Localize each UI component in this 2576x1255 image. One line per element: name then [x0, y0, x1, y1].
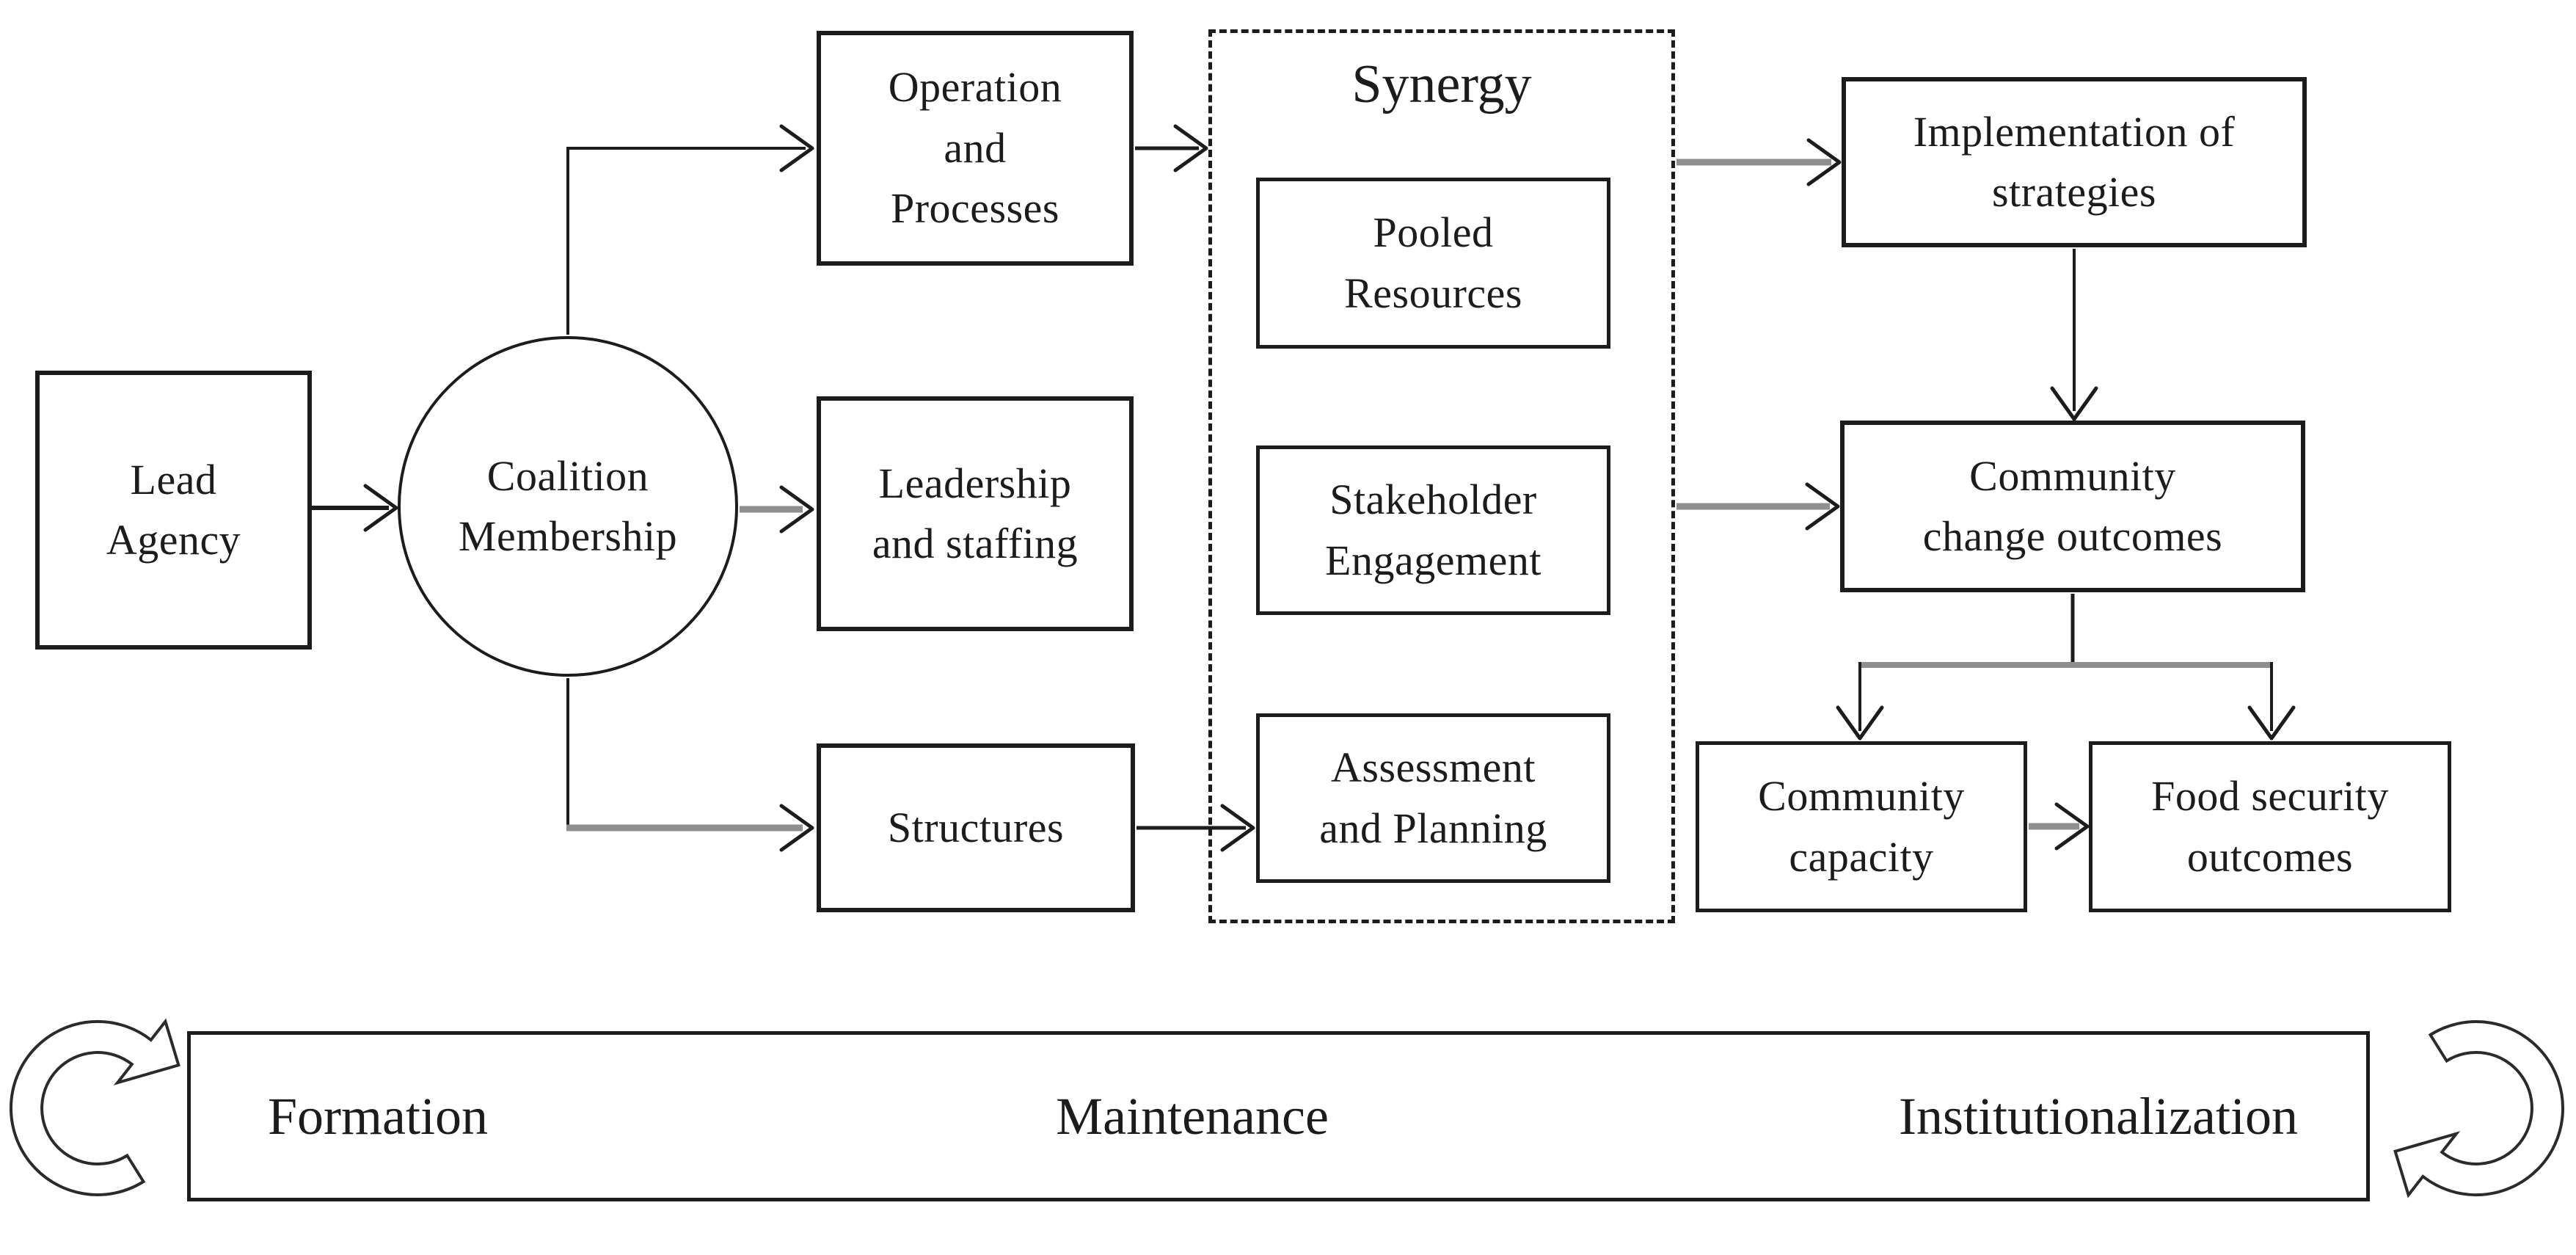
- stakeholder-engagement-label: Stakeholder Engagement: [1325, 476, 1541, 584]
- arrow-split-to-capacity-head: [1836, 705, 1884, 741]
- synergy-dashed-container: [1208, 29, 1675, 923]
- node-operation-and-processes: Operation and Processes: [817, 31, 1134, 266]
- arrow-structures-to-assessment-head: [1220, 804, 1255, 852]
- synergy-title: Synergy: [1351, 54, 1532, 114]
- coalition-membership-label: Coalition Membership: [458, 451, 678, 560]
- cycle-loop-icon-left: [9, 1018, 180, 1196]
- arrow-operation-to-synergy-head: [1173, 124, 1208, 172]
- structures-label: Structures: [887, 803, 1065, 851]
- community-capacity-label: Community capacity: [1758, 772, 1965, 881]
- arrow-synergy-to-commchange-head: [1805, 482, 1840, 531]
- arrow-lead-to-membership-head: [363, 484, 398, 532]
- node-community-capacity: Community capacity: [1696, 741, 2027, 912]
- community-change-outcomes-label: Community change outcomes: [1922, 451, 2223, 560]
- food-security-outcomes-label: Food security outcomes: [2151, 772, 2389, 881]
- node-coalition-membership: Coalition Membership: [398, 336, 738, 677]
- stage-institutionalization: Institutionalization: [1899, 1087, 2298, 1146]
- node-assessment-and-planning: Assessment and Planning: [1256, 713, 1610, 883]
- node-stakeholder-engagement: Stakeholder Engagement: [1256, 445, 1610, 615]
- cycle-loop-icon-right: [2393, 1020, 2565, 1198]
- stage-formation: Formation: [268, 1087, 488, 1146]
- arrow-membership-to-structures-head: [779, 804, 814, 852]
- node-community-change-outcomes: Community change outcomes: [1840, 421, 2305, 592]
- implementation-strategies-label: Implementation of strategies: [1913, 107, 2236, 216]
- pooled-resources-label: Pooled Resources: [1344, 208, 1522, 317]
- arrow-synergy-to-implementation-head: [1806, 138, 1842, 186]
- arrow-capacity-to-foodsecurity-head: [2054, 802, 2090, 851]
- node-lead-agency: Lead Agency: [35, 371, 312, 650]
- arrow-implementation-down-head: [2050, 386, 2098, 421]
- lifecycle-stage-bar: Formation Maintenance Institutionalizati…: [187, 1031, 2370, 1201]
- node-pooled-resources: Pooled Resources: [1256, 178, 1610, 349]
- arrow-membership-to-leadership-head: [779, 485, 814, 534]
- stage-maintenance: Maintenance: [1056, 1087, 1329, 1146]
- arrow-membership-to-operation-head: [779, 124, 814, 172]
- arrow-split-to-foodsecurity-head: [2247, 705, 2296, 741]
- node-structures: Structures: [817, 743, 1135, 912]
- node-implementation-of-strategies: Implementation of strategies: [1842, 77, 2307, 247]
- node-leadership-and-staffing: Leadership and staffing: [817, 396, 1134, 631]
- leadership-staffing-label: Leadership and staffing: [872, 459, 1079, 567]
- node-food-security-outcomes: Food security outcomes: [2089, 741, 2451, 912]
- assessment-planning-label: Assessment and Planning: [1319, 743, 1547, 852]
- lead-agency-label: Lead Agency: [106, 455, 241, 564]
- arrow-membership-to-operation: [566, 147, 806, 335]
- operation-processes-label: Operation and Processes: [888, 63, 1062, 233]
